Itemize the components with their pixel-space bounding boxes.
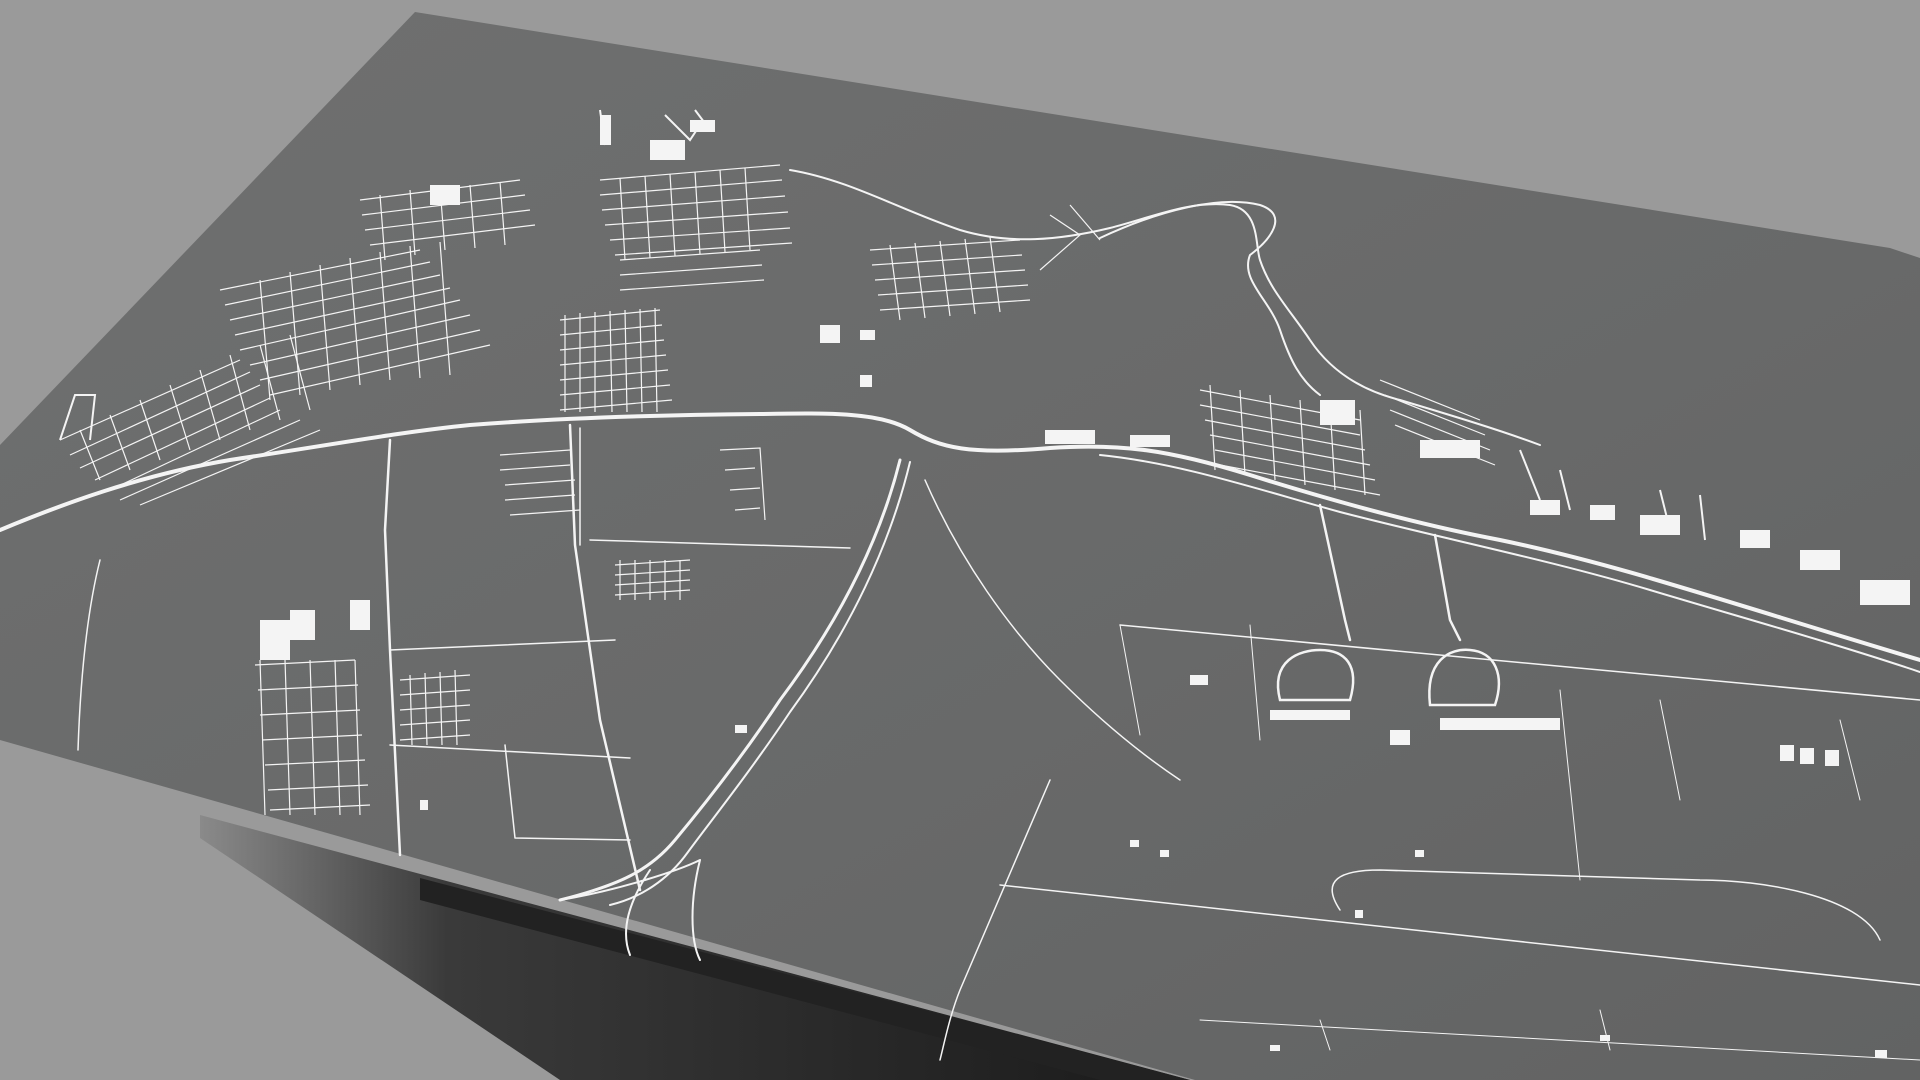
central-highway-lane <box>609 461 911 906</box>
field-boundaries <box>389 427 851 841</box>
plate-edge-shadow <box>420 878 1190 1080</box>
main-highway <box>0 411 1920 662</box>
coastline-detail <box>59 109 1706 541</box>
airfield-perimeter <box>1119 624 1920 1061</box>
south-road <box>924 479 1181 781</box>
buildings <box>260 115 1910 1058</box>
map-plate <box>0 12 1920 1080</box>
west-road-3 <box>77 559 101 751</box>
airport-link-2 <box>1433 533 1462 642</box>
road-network <box>0 169 1920 1061</box>
coastal-arc <box>789 169 1541 446</box>
city-blocks-east <box>869 204 1496 496</box>
central-highway <box>558 458 902 902</box>
interchange <box>559 859 701 961</box>
main-highway-lane <box>1099 454 1920 673</box>
city-blocks-center <box>559 164 793 413</box>
airfield-runway <box>999 624 1920 986</box>
airport-terminals <box>1276 648 1500 707</box>
city-blocks-south-west <box>254 447 766 816</box>
south-road-2 <box>939 779 1051 1061</box>
airport-link-1 <box>1318 503 1352 642</box>
terminal-east <box>1428 648 1500 707</box>
west-road-1 <box>383 438 402 857</box>
terminal-west <box>1276 648 1355 702</box>
